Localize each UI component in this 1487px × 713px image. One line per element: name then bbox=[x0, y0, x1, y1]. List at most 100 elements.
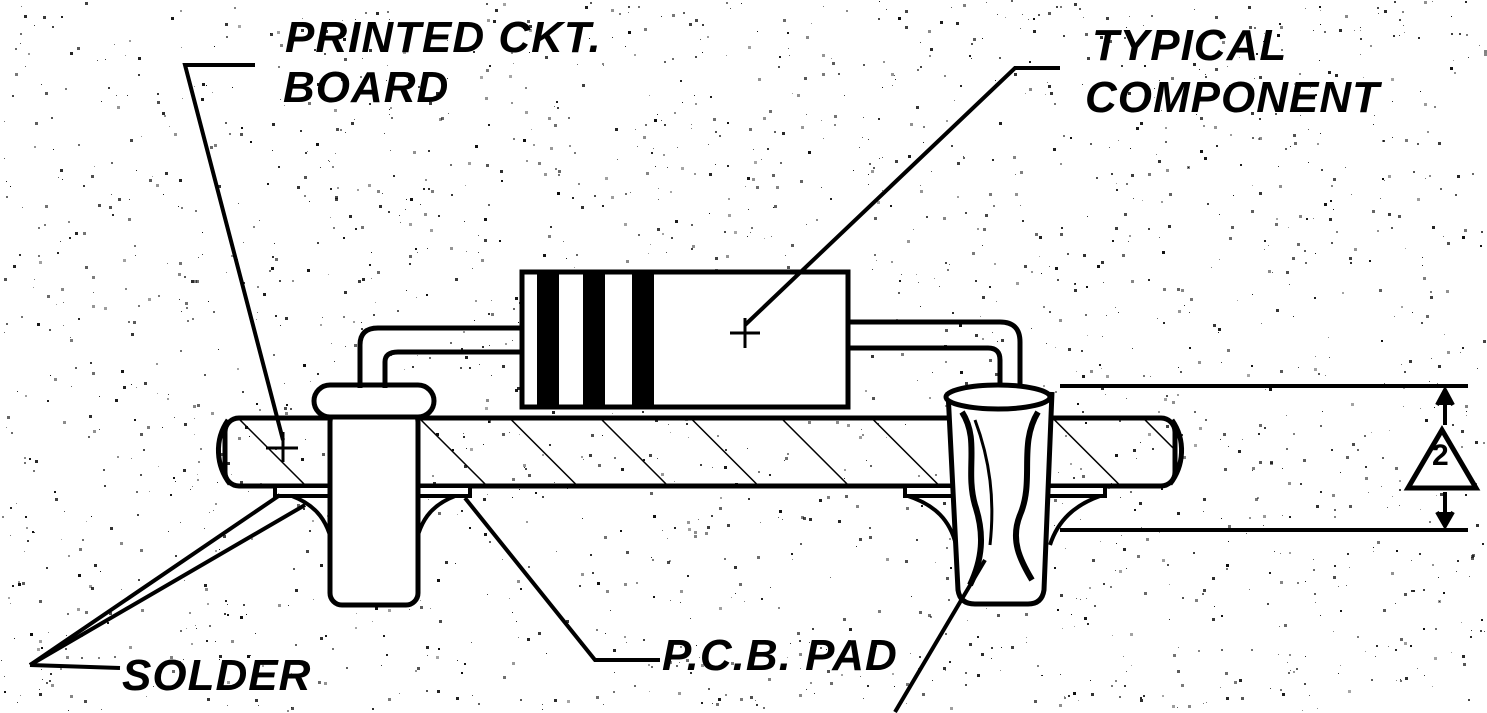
speckle bbox=[404, 369, 405, 370]
speckle bbox=[1294, 142, 1297, 145]
speckle bbox=[99, 429, 100, 430]
speckle bbox=[50, 673, 52, 675]
speckle bbox=[1194, 411, 1196, 413]
speckle bbox=[785, 255, 786, 256]
speckle bbox=[488, 124, 490, 126]
speckle bbox=[450, 342, 452, 344]
speckle bbox=[384, 133, 385, 134]
speckle bbox=[53, 149, 54, 150]
speckle bbox=[827, 670, 830, 673]
speckle bbox=[669, 560, 671, 562]
speckle bbox=[1365, 477, 1368, 480]
speckle bbox=[491, 300, 492, 301]
speckle bbox=[512, 497, 513, 498]
speckle bbox=[1381, 340, 1383, 342]
speckle bbox=[799, 694, 802, 697]
speckle bbox=[1328, 71, 1331, 74]
speckle bbox=[1463, 663, 1466, 666]
speckle bbox=[1073, 692, 1076, 695]
speckle bbox=[1432, 1, 1433, 2]
speckle bbox=[731, 662, 734, 665]
speckle bbox=[355, 19, 356, 20]
speckle bbox=[428, 499, 429, 500]
speckle bbox=[1228, 446, 1229, 447]
speckle bbox=[1288, 672, 1290, 674]
speckle bbox=[1022, 220, 1024, 222]
speckle bbox=[1360, 54, 1361, 55]
speckle bbox=[229, 133, 231, 135]
speckle bbox=[788, 48, 789, 49]
speckle bbox=[713, 118, 716, 121]
speckle bbox=[1226, 697, 1229, 700]
speckle bbox=[769, 110, 772, 113]
speckle bbox=[1466, 34, 1468, 36]
speckle bbox=[860, 676, 861, 677]
speckle bbox=[237, 368, 239, 370]
speckle bbox=[652, 559, 654, 561]
speckle bbox=[1031, 328, 1032, 329]
speckle bbox=[134, 419, 136, 421]
speckle bbox=[489, 65, 491, 67]
speckle bbox=[8, 597, 10, 599]
speckle bbox=[1270, 461, 1273, 464]
speckle bbox=[531, 129, 532, 130]
speckle bbox=[511, 52, 513, 54]
speckle bbox=[754, 161, 757, 164]
speckle bbox=[1365, 651, 1366, 652]
speckle bbox=[472, 268, 473, 269]
speckle bbox=[1349, 567, 1350, 568]
speckle bbox=[894, 75, 895, 76]
speckle bbox=[1118, 140, 1119, 141]
speckle bbox=[170, 494, 172, 496]
speckle bbox=[1074, 289, 1077, 292]
speckle bbox=[845, 495, 848, 498]
speckle bbox=[354, 119, 355, 120]
speckle bbox=[417, 355, 418, 356]
speckle bbox=[1128, 92, 1131, 95]
left-terminal bbox=[311, 382, 437, 608]
speckle bbox=[232, 87, 233, 88]
speckle bbox=[1203, 498, 1206, 501]
speckle bbox=[127, 95, 128, 96]
speckle bbox=[1422, 265, 1423, 266]
speckle bbox=[436, 656, 439, 659]
speckle bbox=[1286, 271, 1289, 274]
speckle bbox=[654, 119, 657, 122]
speckle bbox=[34, 25, 35, 26]
speckle bbox=[473, 51, 475, 53]
speckle bbox=[436, 92, 439, 95]
speckle bbox=[1099, 364, 1101, 366]
speckle bbox=[325, 635, 327, 637]
speckle bbox=[1336, 231, 1338, 233]
speckle bbox=[51, 117, 53, 119]
speckle bbox=[1095, 86, 1098, 89]
speckle bbox=[690, 618, 691, 619]
speckle bbox=[905, 10, 908, 13]
speckle bbox=[136, 491, 138, 493]
speckle bbox=[1205, 76, 1207, 78]
speckle bbox=[663, 154, 665, 156]
speckle bbox=[1254, 78, 1255, 79]
speckle bbox=[77, 608, 80, 611]
speckle bbox=[267, 183, 269, 185]
speckle bbox=[832, 62, 835, 65]
speckle bbox=[1047, 82, 1048, 83]
speckle bbox=[173, 477, 175, 479]
speckle bbox=[84, 700, 87, 703]
speckle bbox=[882, 190, 883, 191]
speckle bbox=[597, 582, 600, 585]
speckle bbox=[594, 195, 596, 197]
speckle bbox=[25, 516, 27, 518]
speckle bbox=[112, 214, 114, 216]
speckle bbox=[1419, 553, 1421, 555]
speckle bbox=[162, 112, 165, 115]
speckle bbox=[1479, 45, 1480, 46]
speckle bbox=[1320, 133, 1321, 134]
speckle bbox=[1440, 188, 1442, 190]
speckle bbox=[330, 188, 332, 190]
speckle bbox=[33, 470, 35, 472]
speckle bbox=[1140, 122, 1143, 125]
speckle bbox=[318, 681, 321, 684]
speckle bbox=[114, 656, 116, 658]
speckle bbox=[1218, 332, 1219, 333]
